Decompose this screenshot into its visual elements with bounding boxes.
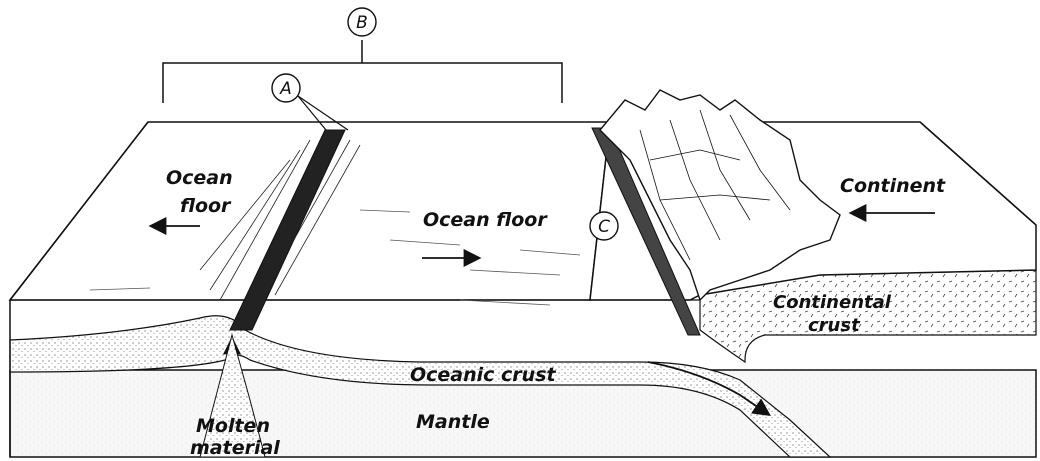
- label-ocean-floor-center: Ocean floor: [423, 209, 548, 231]
- label-molten-1: Molten: [196, 415, 270, 437]
- label-continental-crust-2: crust: [808, 315, 861, 336]
- label-ocean-floor-left-1: Ocean: [166, 167, 233, 189]
- bracket-b: [163, 40, 562, 103]
- label-oceanic-crust: Oceanic crust: [410, 364, 557, 386]
- label-continent: Continent: [840, 175, 946, 197]
- label-mantle: Mantle: [416, 411, 490, 433]
- label-ocean-floor-left-2: floor: [180, 195, 232, 217]
- label-continental-crust-1: Continental: [773, 292, 892, 313]
- callout-a-text: A: [279, 79, 292, 99]
- label-molten-2: material: [190, 437, 280, 459]
- callout-c-text: C: [598, 217, 610, 237]
- callout-b-text: B: [356, 13, 368, 33]
